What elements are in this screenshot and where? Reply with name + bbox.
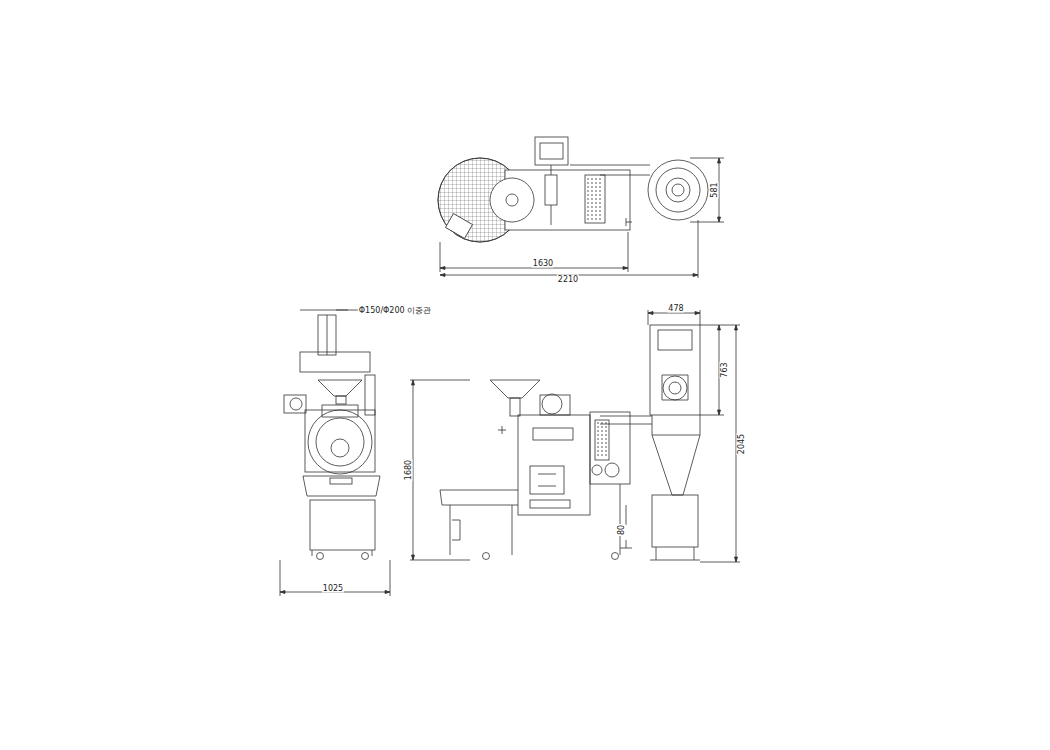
top-view xyxy=(438,137,724,278)
dimension-label: 1680 xyxy=(404,459,413,481)
front-view xyxy=(280,310,390,596)
dimension-label: Φ150/Φ200 이중관 xyxy=(358,306,432,315)
dimension-label: 2045 xyxy=(737,433,746,455)
side-view xyxy=(410,310,740,562)
dimension-label: 581 xyxy=(710,181,719,198)
dimension-label: 763 xyxy=(720,361,729,378)
dimension-label: 80 xyxy=(617,524,626,536)
dimension-label: 1025 xyxy=(322,584,344,593)
dimension-label: 1630 xyxy=(532,259,554,268)
dimension-label: 478 xyxy=(667,304,684,313)
dimension-label: 2210 xyxy=(557,275,579,284)
